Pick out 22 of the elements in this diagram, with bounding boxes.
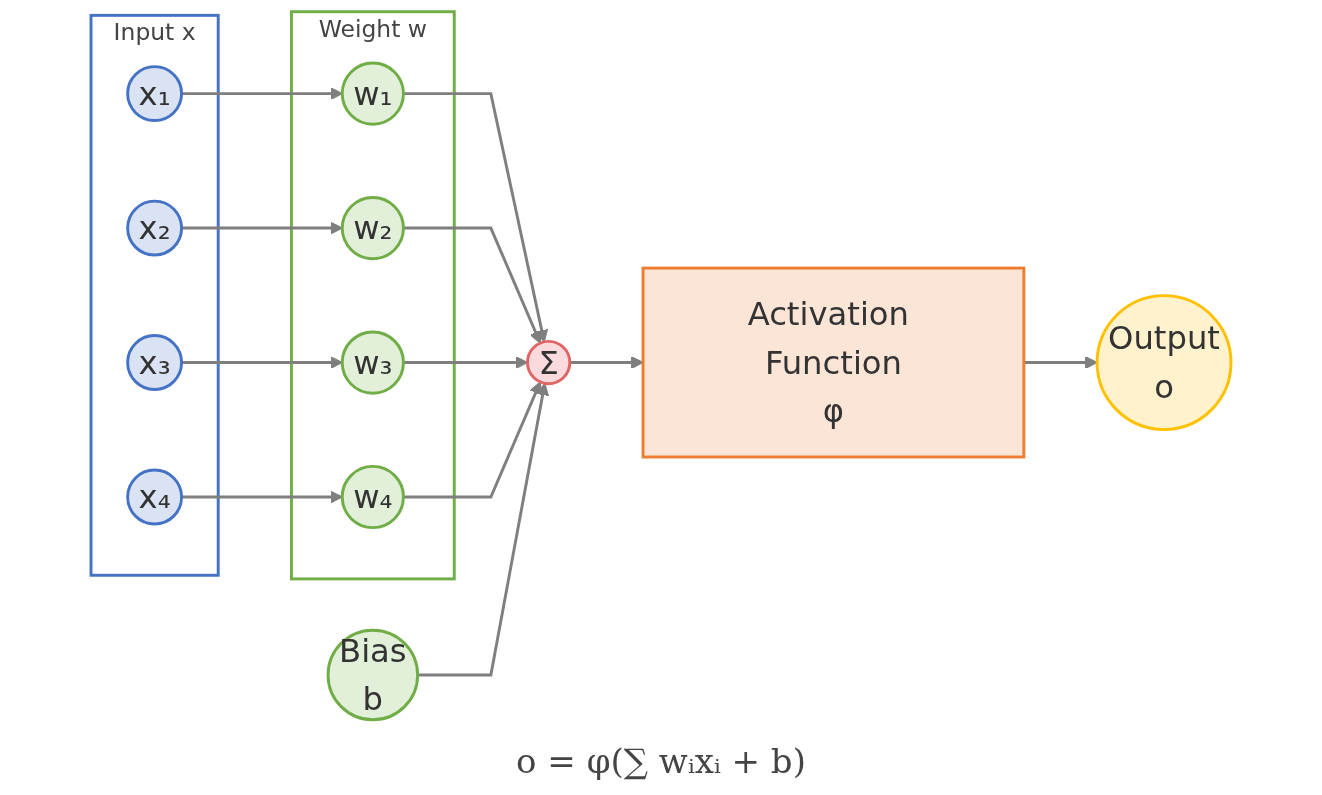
node-circle: Σ (526, 339, 572, 386)
arrow (181, 490, 343, 504)
node-circle: x₂ (126, 199, 184, 257)
node-circle: w₄ (340, 464, 405, 530)
arrow (403, 381, 542, 499)
arrow (1023, 356, 1098, 369)
node-circle: x₁ (126, 65, 184, 123)
arrow (181, 221, 343, 235)
arrow (181, 87, 343, 101)
arrow (403, 92, 549, 343)
node-circle: x₃ (126, 334, 184, 391)
node-circle: w₁ (340, 61, 405, 126)
node-circle: x₄ (126, 468, 184, 526)
node-circle: w₃ (340, 330, 405, 395)
node-circle: Output o (1095, 294, 1233, 431)
node-circle: w₂ (340, 196, 405, 261)
formula: o = φ(∑ wᵢxᵢ + b) (516, 741, 806, 781)
node-box: Activation Function φ (641, 266, 1026, 459)
arrow (569, 356, 644, 369)
arrow (181, 356, 343, 369)
arrow (403, 226, 542, 344)
node-circle: Bias b (326, 628, 420, 722)
